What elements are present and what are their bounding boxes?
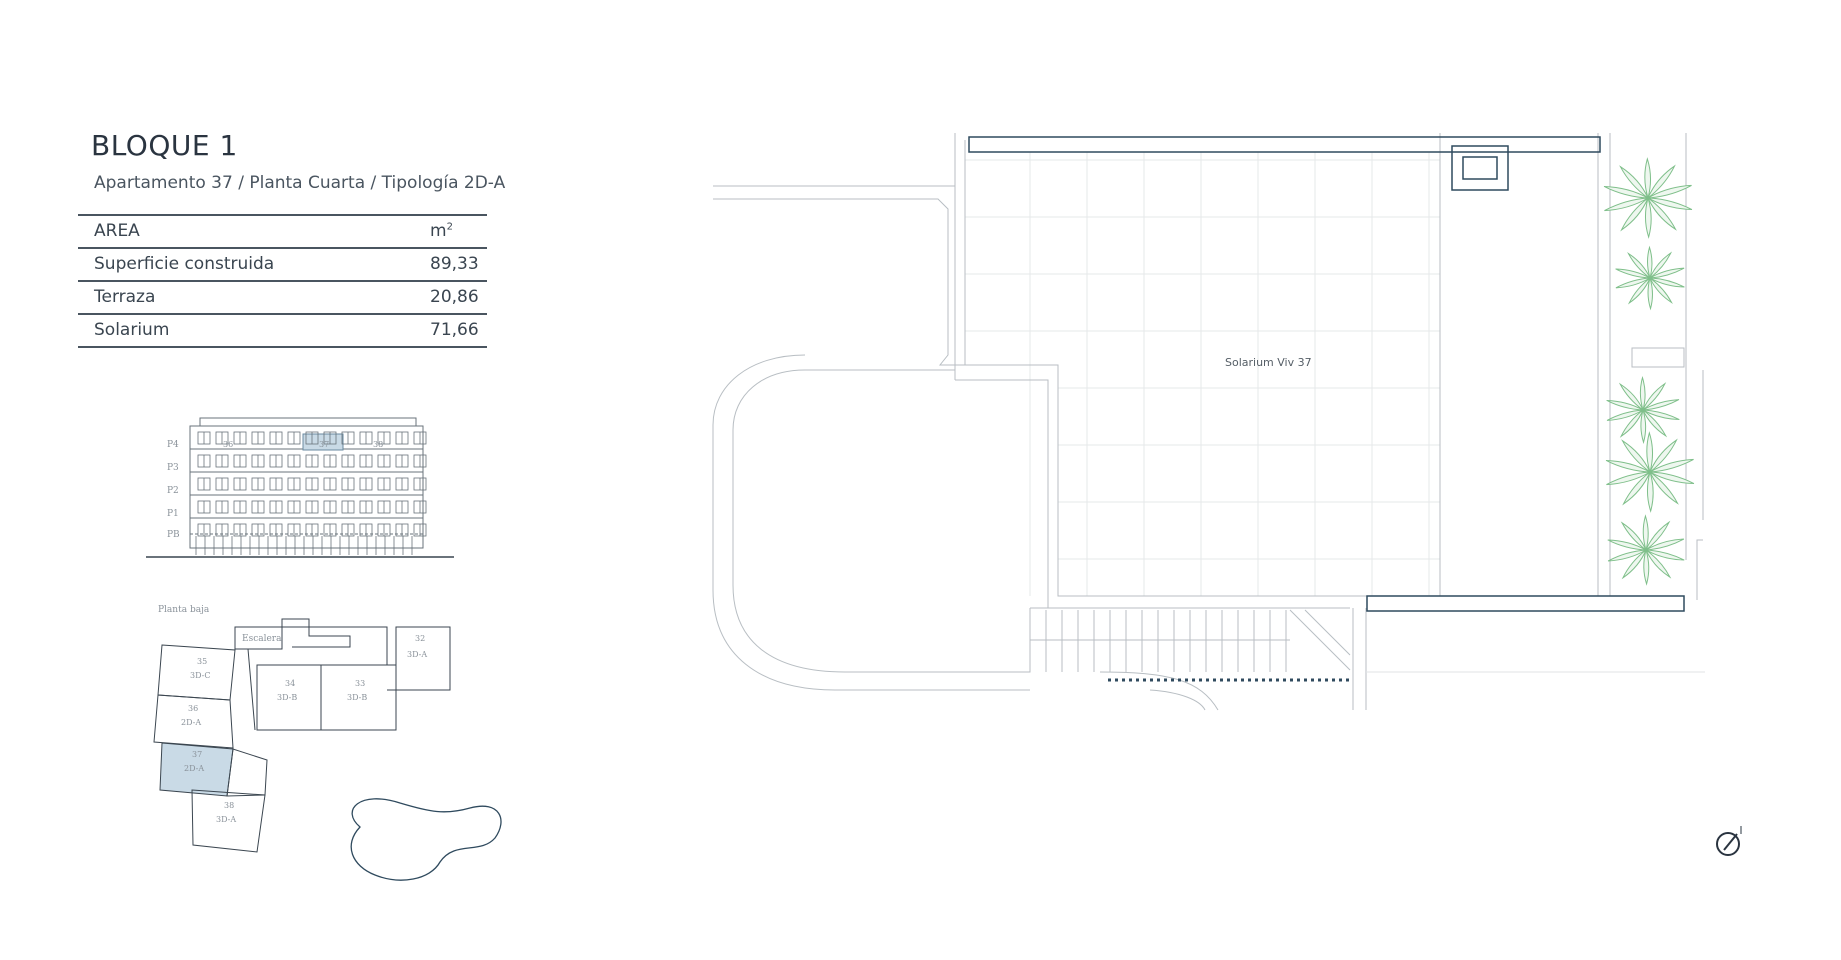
site-unit-type: 3D-A <box>407 650 427 659</box>
floor-label: PB <box>167 530 180 540</box>
site-unit-type: 2D-A <box>184 764 204 773</box>
apartment-subtitle: Apartamento 37 / Planta Cuarta / Tipolog… <box>94 173 506 193</box>
elevation-unit-label: 37 <box>319 440 329 449</box>
room-label: Solarium Viv 37 <box>1225 356 1312 369</box>
site-stair <box>234 626 283 650</box>
site-unit-number: 35 <box>197 657 207 666</box>
site-unit-number: 33 <box>355 679 365 688</box>
site-unit-36 <box>153 694 234 749</box>
table-row: Superficie construida 89,33 <box>78 247 487 280</box>
elevation-unit-label: 38 <box>373 440 383 449</box>
top-beam <box>968 136 1601 153</box>
area-row-label: Terraza <box>94 287 156 307</box>
site-unit-number: 38 <box>224 801 234 810</box>
main-plan: Solarium Viv 37 <box>712 133 1705 711</box>
vegetation <box>1603 157 1695 586</box>
area-header-label: AREA <box>94 221 140 241</box>
site-unit-number: 34 <box>285 679 295 688</box>
site-plan-labels: Escalera 35 3D-C 36 2D-A 37 2D-A 38 3D-A… <box>181 634 427 824</box>
area-header-unit: m2 <box>430 221 453 241</box>
skylight-inner <box>1462 156 1498 180</box>
palm-icon <box>1603 157 1693 239</box>
area-row-value: 71,66 <box>430 320 479 340</box>
site-unit-number: 36 <box>188 704 198 713</box>
site-unit-number: 32 <box>415 634 425 643</box>
site-unit-number: 37 <box>192 750 202 759</box>
elevation-floor-labels: P4 P3 P2 P1 PB 36 37 38 <box>167 440 383 540</box>
area-row-value: 89,33 <box>430 254 479 274</box>
site-unit-type: 3D-A <box>216 815 236 824</box>
palm-icon <box>1615 245 1685 311</box>
site-unit-33 <box>320 664 397 731</box>
palm-icon <box>1606 375 1680 445</box>
floor-label: P1 <box>167 509 179 519</box>
site-unit-type: 2D-A <box>181 718 201 727</box>
floor-label: P3 <box>167 463 179 473</box>
site-unit-32 <box>395 626 451 691</box>
site-plan-title: Planta baja <box>158 605 210 615</box>
site-unit-38 <box>191 789 266 853</box>
area-row-label: Superficie construida <box>94 254 275 274</box>
site-unit-type: 3D-B <box>347 693 367 702</box>
area-table: AREA m2 Superficie construida 89,33 Terr… <box>78 214 487 348</box>
table-row: Terraza 20,86 <box>78 280 487 313</box>
site-unit-type: 3D-B <box>277 693 297 702</box>
elevation-unit-label: 36 <box>223 440 233 449</box>
north-arrow-icon <box>1716 826 1742 856</box>
site-unit-type: 3D-C <box>190 671 210 680</box>
skylight <box>1451 145 1509 191</box>
area-table-header: AREA m2 <box>78 214 487 247</box>
floor-label: P2 <box>167 486 179 496</box>
bottom-beam <box>1366 595 1685 612</box>
block-title: BLOQUE 1 <box>91 129 238 162</box>
stair-label: Escalera <box>242 634 282 644</box>
floor-label: P4 <box>167 440 179 450</box>
site-pond <box>350 798 502 881</box>
palm-icon <box>1607 514 1685 586</box>
site-plan: Planta baja <box>153 605 502 881</box>
table-row: Solarium 71,66 <box>78 313 487 348</box>
building-elevation <box>146 417 454 558</box>
area-row-value: 20,86 <box>430 287 479 307</box>
area-row-label: Solarium <box>94 320 170 340</box>
palm-icon <box>1605 431 1695 513</box>
